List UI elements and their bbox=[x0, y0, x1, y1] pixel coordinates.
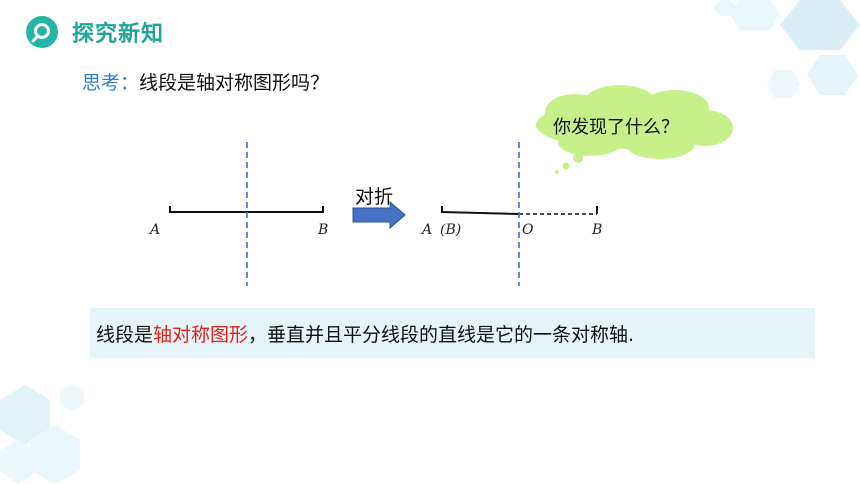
conclusion-before: 线段是 bbox=[96, 324, 154, 346]
section-header: 探究新知 bbox=[26, 12, 164, 52]
point-b-right: B bbox=[592, 222, 603, 238]
point-b-paren: (B) bbox=[440, 222, 462, 238]
point-a-right: A bbox=[422, 222, 433, 238]
fold-label: 对折 bbox=[355, 186, 394, 208]
conclusion-after: ，垂直并且平分线段的直线是它的一条对称轴. bbox=[248, 324, 635, 346]
question-line: 思考：线段是轴对称图形吗？ bbox=[82, 68, 329, 95]
point-o: O bbox=[522, 222, 534, 238]
fold-arrow bbox=[352, 200, 406, 230]
thought-cloud bbox=[536, 85, 733, 174]
decorative-hexagons-top bbox=[714, 0, 860, 98]
question-text: 线段是轴对称图形吗？ bbox=[139, 72, 330, 94]
cloud-text: 你发现了什么？ bbox=[553, 117, 679, 138]
conclusion-highlight: 轴对称图形 bbox=[153, 324, 249, 346]
folded-segment bbox=[441, 206, 598, 215]
section-title: 探究新知 bbox=[72, 22, 165, 47]
conclusion-panel: 线段是轴对称图形，垂直并且平分线段的直线是它的一条对称轴. bbox=[90, 308, 815, 358]
point-b-left: B bbox=[318, 222, 329, 238]
point-a-left: A bbox=[150, 222, 161, 238]
decorative-hexagons-bottom bbox=[0, 383, 84, 484]
conclusion-text: 线段是轴对称图形，垂直并且平分线段的直线是它的一条对称轴. bbox=[96, 320, 634, 347]
question-prefix: 思考： bbox=[82, 72, 140, 94]
magnifier-icon bbox=[26, 16, 58, 48]
